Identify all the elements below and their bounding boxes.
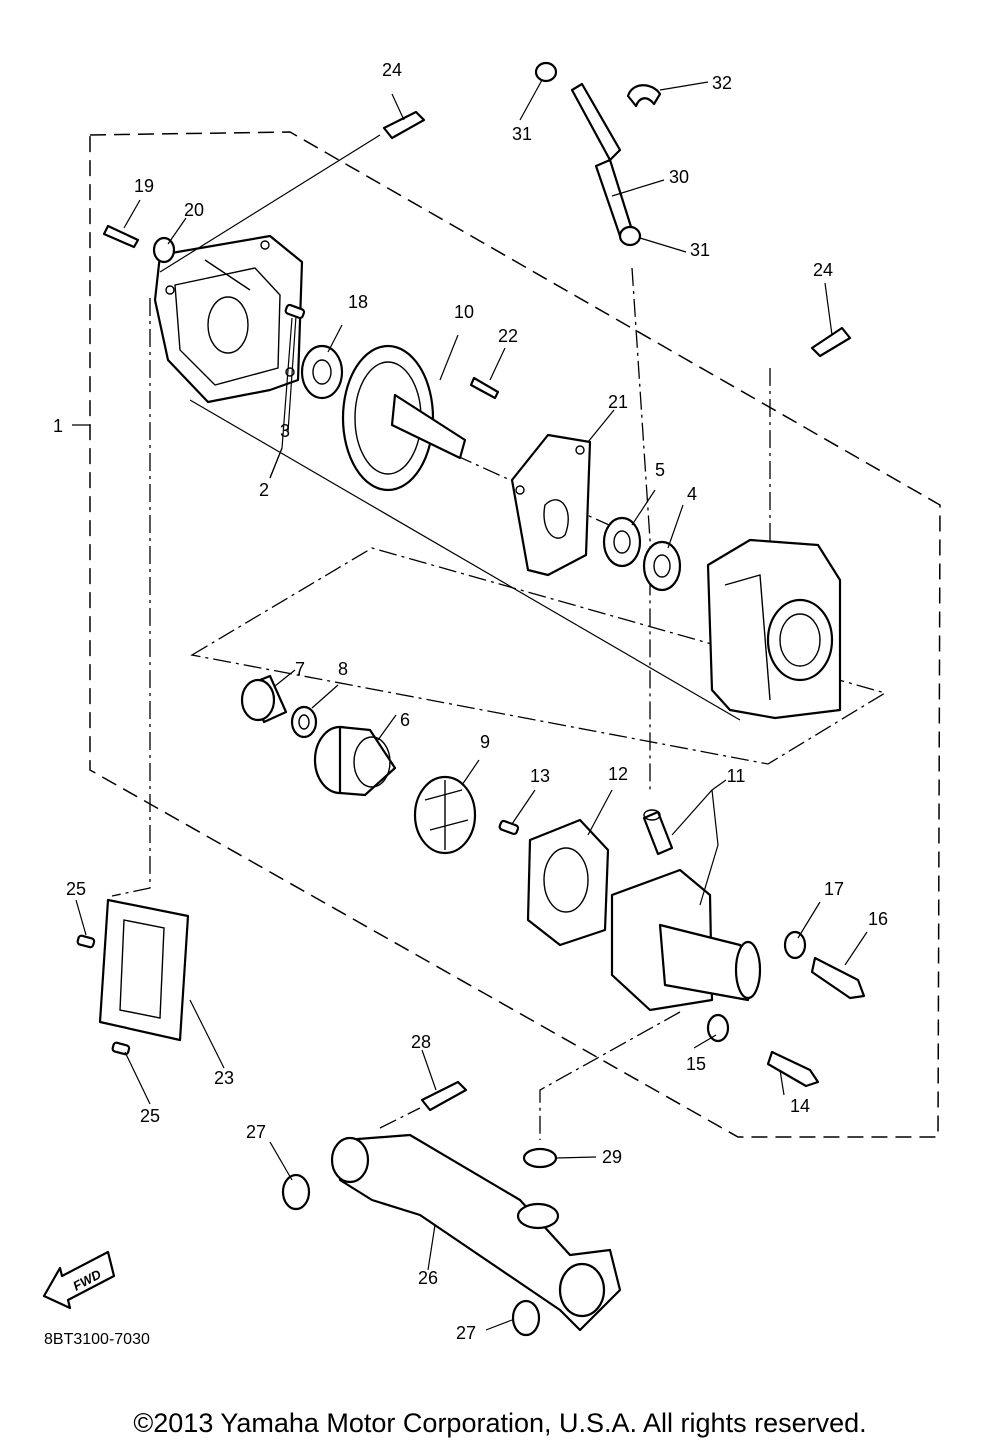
pin-13-part [498, 819, 520, 836]
callout-31: 31 [690, 240, 710, 260]
clip-32-part [626, 84, 662, 108]
cover-pointer-line [189, 399, 741, 721]
plate-23-part [98, 898, 190, 1042]
callout-26: 26 [418, 1268, 438, 1288]
callout-10: 10 [454, 302, 474, 322]
callout-7: 7 [295, 659, 305, 679]
o-ring-27-lower-part [511, 1299, 541, 1337]
bolt-28-part [420, 1080, 468, 1112]
guide-line-left [111, 298, 151, 897]
callout-16: 16 [868, 909, 888, 929]
callout-24: 24 [813, 260, 833, 280]
callout-25: 25 [140, 1106, 160, 1126]
callout-13: 13 [530, 766, 550, 786]
callout-23: 23 [214, 1068, 234, 1088]
seal-6-part [313, 725, 397, 797]
washer-15-part [706, 1013, 730, 1043]
clamp-31-lower-part [618, 225, 642, 247]
callout-8: 8 [338, 659, 348, 679]
pin-25-lower-part [111, 1041, 131, 1056]
clamp-31-top-part [534, 61, 558, 83]
callout-2: 2 [259, 480, 269, 500]
bearing-18-part [300, 344, 344, 400]
callout-3: 3 [280, 421, 290, 441]
callout-1: 1 [53, 416, 63, 436]
seal-5-part [602, 516, 642, 568]
callout-9: 9 [480, 732, 490, 752]
callout-30: 30 [669, 167, 689, 187]
callout-25: 25 [66, 879, 86, 899]
hose-30-part [570, 82, 622, 162]
washer-17-part [783, 930, 807, 960]
callout-11: 11 [727, 766, 746, 786]
guide-line-bolt [379, 1107, 421, 1129]
callout-12: 12 [608, 764, 628, 784]
bolt-pointer-line [159, 134, 381, 273]
callout-31: 31 [512, 124, 532, 144]
guide-line-hose [631, 267, 651, 790]
washer-20-part [152, 236, 176, 264]
bolt-24-top-part [382, 110, 426, 140]
bearing-4-part [642, 540, 682, 592]
callout-28: 28 [411, 1032, 431, 1052]
callout-18: 18 [348, 292, 368, 312]
diagram-code: 8BT3100-7030 [44, 1331, 150, 1348]
o-ring-29-part [522, 1147, 558, 1169]
fwd-arrow-icon: FWD [42, 1250, 116, 1310]
bolt-16-part [810, 956, 866, 1000]
guide-line-inner [190, 547, 887, 765]
bolt-19-part [102, 224, 140, 249]
callout-24: 24 [382, 60, 402, 80]
bolt-22-part [469, 376, 500, 400]
hose-30-lower-part [594, 158, 634, 238]
bolt-24-right-part [810, 326, 852, 358]
plate-21-part [510, 433, 592, 577]
o-ring-27-upper-part [281, 1173, 311, 1211]
callout-6: 6 [400, 710, 410, 730]
callout-15: 15 [686, 1054, 706, 1074]
pump-body-part [706, 538, 842, 720]
collar-7-part [240, 674, 288, 724]
pin-3-part [284, 303, 306, 320]
callout-21: 21 [608, 392, 628, 412]
copyright-notice: ©2013 Yamaha Motor Corporation, U.S.A. A… [133, 1408, 866, 1438]
gear-shaft-10-part [341, 344, 467, 492]
housing-cover-part [153, 234, 304, 404]
gasket-12-part [526, 818, 610, 947]
callout-22: 22 [498, 326, 518, 346]
guide-line-lower [539, 1011, 681, 1140]
callout-29: 29 [602, 1147, 622, 1167]
callout-4: 4 [687, 484, 697, 504]
bolt-14-part [766, 1050, 820, 1088]
callout-5: 5 [655, 460, 665, 480]
pin-25-upper-part [76, 934, 96, 949]
callout-27: 27 [456, 1323, 476, 1343]
callout-32: 32 [712, 73, 732, 93]
washer-8-part [290, 705, 318, 739]
callout-27: 27 [246, 1122, 266, 1142]
pump-cover-part [610, 809, 762, 1012]
impeller-9-part [413, 775, 477, 855]
callout-20: 20 [184, 200, 204, 220]
callout-17: 17 [824, 879, 844, 899]
callout-14: 14 [790, 1096, 810, 1116]
pipe-26-part [330, 1133, 622, 1332]
callout-19: 19 [134, 176, 154, 196]
assembly-boundary [89, 131, 941, 1138]
leader-lines [72, 79, 868, 1331]
